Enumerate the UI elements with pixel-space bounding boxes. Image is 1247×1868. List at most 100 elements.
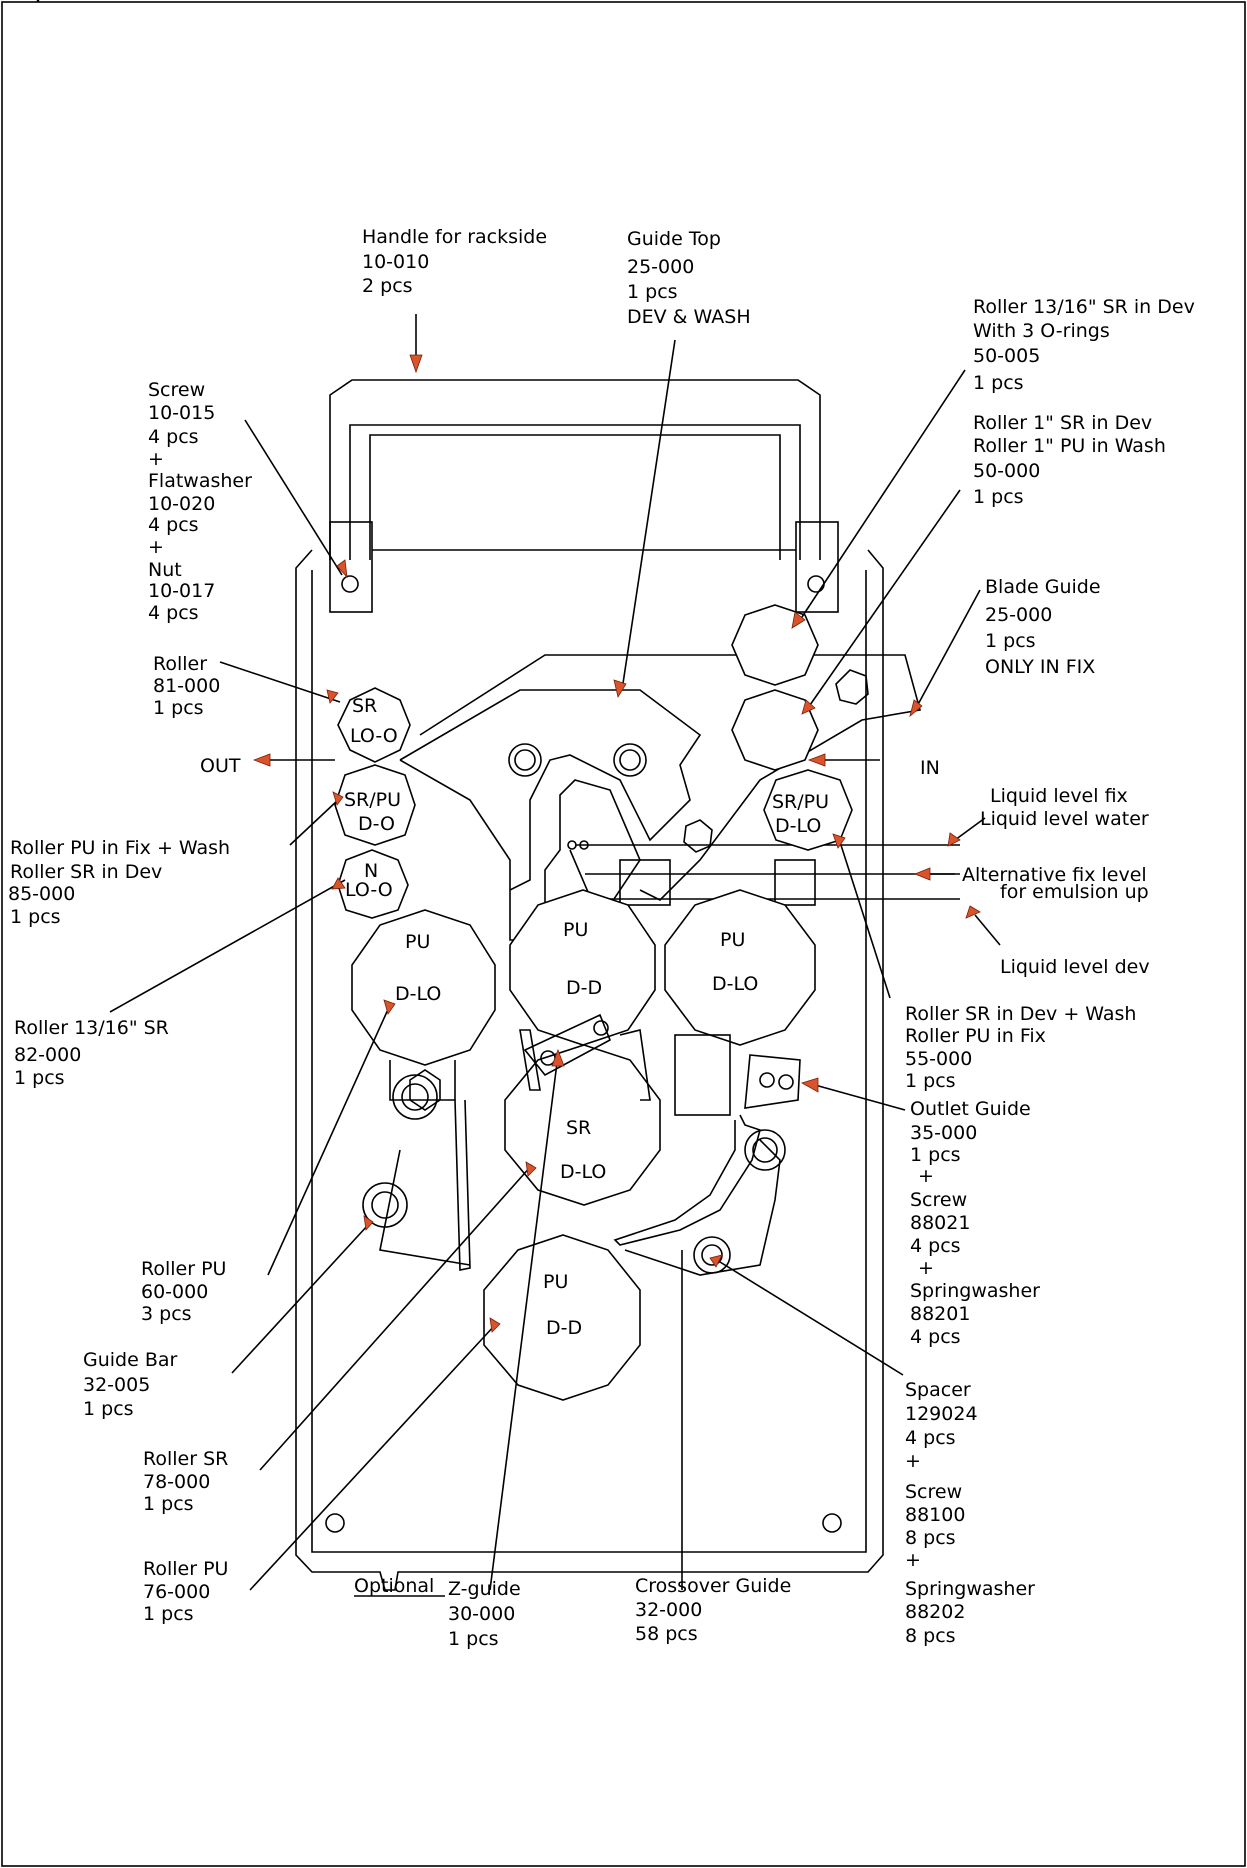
label-alt-fix-level: Alternative fix level for emulsion up: [962, 864, 1149, 903]
svg-text:1 pcs: 1 pcs: [143, 1493, 194, 1515]
svg-text:55-000: 55-000: [905, 1048, 972, 1070]
svg-text:Outlet Guide: Outlet Guide: [910, 1098, 1031, 1120]
label-blade-guide: Blade Guide 25-000 1 pcs ONLY IN FIX: [985, 576, 1101, 678]
roller-srpu-right: SR/PU D-LO: [763, 769, 853, 851]
svg-text:Nut: Nut: [148, 559, 182, 581]
svg-text:Roller 13/16" SR: Roller 13/16" SR: [14, 1017, 169, 1039]
svg-text:60-000: 60-000: [141, 1281, 208, 1303]
svg-text:10-020: 10-020: [148, 493, 215, 515]
svg-text:With 3 O-rings: With 3 O-rings: [973, 320, 1110, 342]
svg-text:+: +: [905, 1549, 921, 1571]
label-guide-top: Guide Top 25-000 1 pcs DEV & WASH: [627, 228, 751, 328]
leader-lines: [109, 314, 1001, 1591]
svg-text:LO-O: LO-O: [345, 879, 393, 901]
svg-text:D-D: D-D: [546, 1317, 582, 1339]
svg-text:+: +: [148, 448, 164, 470]
svg-text:Roller PU: Roller PU: [143, 1558, 228, 1580]
svg-text:D-LO: D-LO: [712, 973, 758, 995]
label-liquid-level-dev: Liquid level dev: [1000, 956, 1150, 978]
svg-text:78-000: 78-000: [143, 1471, 210, 1493]
roller-sr-center: SR D-LO: [504, 1044, 661, 1206]
label-z-guide: Z-guide 30-000 1 pcs: [448, 1578, 521, 1650]
label-roller-sr-78: Roller SR 78-000 1 pcs: [143, 1448, 228, 1515]
roller-pu-mid: PU D-D: [509, 889, 656, 1046]
label-outlet-guide: Outlet Guide 35-000 1 pcs + Screw 88021 …: [910, 1098, 1040, 1348]
svg-text:+: +: [148, 536, 164, 558]
lower-guides: [362, 1013, 801, 1276]
label-optional: Optional: [354, 1575, 445, 1597]
liquid-level-lines: [567, 840, 960, 906]
roller-pu-right: PU D-LO: [664, 889, 816, 1046]
label-out: OUT: [200, 755, 241, 777]
label-spacer: Spacer 129024 4 pcs + Screw 88100 8 pcs …: [905, 1379, 1035, 1647]
svg-text:50-005: 50-005: [973, 345, 1040, 367]
svg-text:Roller SR: Roller SR: [143, 1448, 228, 1470]
svg-text:25-000: 25-000: [627, 256, 694, 278]
svg-text:SR/PU: SR/PU: [344, 789, 401, 811]
svg-text:58 pcs: 58 pcs: [635, 1623, 698, 1645]
label-roller-13-16-dev: Roller 13/16" SR in Dev With 3 O-rings 5…: [973, 296, 1195, 394]
svg-text:Guide Top: Guide Top: [627, 228, 721, 250]
svg-text:1 pcs: 1 pcs: [985, 630, 1036, 652]
svg-text:85-000: 85-000: [8, 883, 75, 905]
svg-text:88021: 88021: [910, 1212, 970, 1234]
svg-text:1 pcs: 1 pcs: [973, 486, 1024, 508]
svg-text:Roller 1" SR in Dev: Roller 1" SR in Dev: [973, 412, 1152, 434]
roller-n-left: N LO-O: [337, 849, 409, 919]
svg-text:4 pcs: 4 pcs: [910, 1326, 961, 1348]
svg-text:10-010: 10-010: [362, 251, 429, 273]
svg-text:10-017: 10-017: [148, 580, 215, 602]
svg-text:88201: 88201: [910, 1303, 970, 1325]
svg-text:88202: 88202: [905, 1601, 965, 1623]
svg-text:Guide Bar: Guide Bar: [83, 1349, 178, 1371]
svg-text:Blade Guide: Blade Guide: [985, 576, 1101, 598]
label-in: IN: [920, 757, 940, 779]
svg-text:1 pcs: 1 pcs: [143, 1603, 194, 1625]
svg-text:D-D: D-D: [566, 977, 602, 999]
svg-text:1 pcs: 1 pcs: [910, 1144, 961, 1166]
svg-text:81-000: 81-000: [153, 675, 220, 697]
svg-text:SR: SR: [566, 1117, 591, 1139]
svg-text:ONLY IN FIX: ONLY IN FIX: [985, 656, 1095, 678]
svg-text:30-000: 30-000: [448, 1603, 515, 1625]
svg-text:2 pcs: 2 pcs: [362, 275, 413, 297]
svg-text:D-LO: D-LO: [395, 983, 441, 1005]
svg-text:4 pcs: 4 pcs: [148, 426, 199, 448]
svg-text:N: N: [364, 860, 378, 882]
svg-text:Handle for rackside: Handle for rackside: [362, 226, 547, 248]
arrow-heads: [252, 354, 981, 1333]
svg-text:3 pcs: 3 pcs: [141, 1303, 192, 1325]
roller-srpu-left: SR/PU D-O: [334, 764, 416, 846]
svg-text:76-000: 76-000: [143, 1581, 210, 1603]
svg-text:4 pcs: 4 pcs: [905, 1427, 956, 1449]
svg-text:Screw: Screw: [910, 1189, 967, 1211]
svg-text:129024: 129024: [905, 1403, 978, 1425]
svg-text:8 pcs: 8 pcs: [905, 1625, 956, 1647]
guide-top-shape: [399, 654, 922, 941]
svg-text:1 pcs: 1 pcs: [83, 1398, 134, 1420]
svg-text:4 pcs: 4 pcs: [148, 514, 199, 536]
svg-text:50-000: 50-000: [973, 460, 1040, 482]
svg-text:4 pcs: 4 pcs: [910, 1235, 961, 1257]
svg-text:32-000: 32-000: [635, 1599, 702, 1621]
svg-text:Alternative fix level: Alternative fix level: [962, 864, 1147, 886]
roller-pu-left: PU D-LO: [351, 909, 496, 1066]
svg-text:+: +: [918, 1257, 934, 1279]
svg-text:Liquid level fix: Liquid level fix: [990, 785, 1128, 807]
label-roller-pu-60: Roller PU 60-000 3 pcs: [141, 1258, 226, 1325]
roller-13-16-right: [731, 604, 819, 686]
svg-text:1 pcs: 1 pcs: [10, 906, 61, 928]
svg-text:8 pcs: 8 pcs: [905, 1527, 956, 1549]
svg-text:PU: PU: [720, 929, 745, 951]
svg-text:+: +: [918, 1165, 934, 1187]
svg-text:PU: PU: [543, 1271, 568, 1293]
svg-text:10-015: 10-015: [148, 402, 215, 424]
label-liquid-level: Liquid level fix Liquid level water: [980, 785, 1149, 830]
svg-text:1 pcs: 1 pcs: [905, 1070, 956, 1092]
svg-text:LO-O: LO-O: [350, 725, 398, 747]
svg-text:1 pcs: 1 pcs: [627, 281, 678, 303]
svg-text:SR: SR: [352, 695, 377, 717]
svg-text:Roller 1" PU in Wash: Roller 1" PU in Wash: [973, 435, 1166, 457]
svg-text:Roller 13/16" SR in Dev: Roller 13/16" SR in Dev: [973, 296, 1195, 318]
